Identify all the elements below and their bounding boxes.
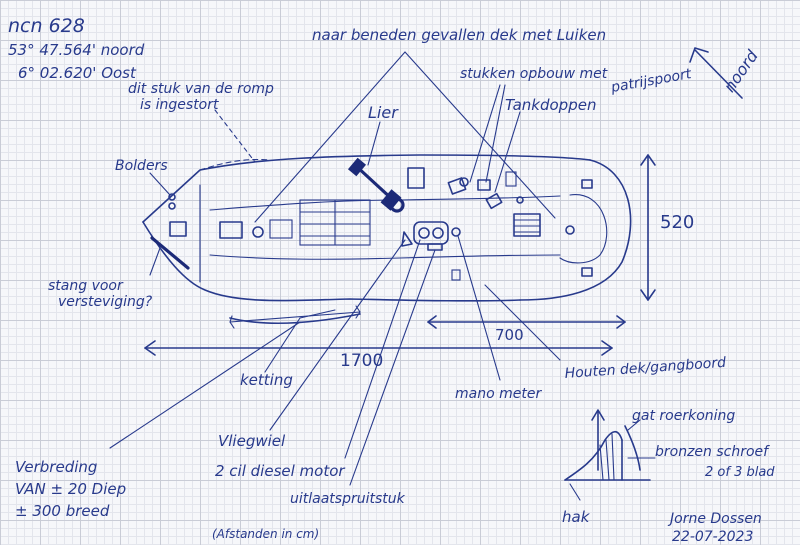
- label-rod-2: versteviging?: [58, 294, 153, 310]
- engine-block: [401, 221, 461, 251]
- propeller-detail: [564, 409, 656, 501]
- dim-width: 520: [660, 212, 694, 233]
- hull-bottom-line: [142, 221, 521, 302]
- collapsed-hull-segment: [199, 158, 271, 171]
- winch: [347, 157, 405, 213]
- label-north: noord: [720, 46, 763, 96]
- label-widening: Verbreding: [15, 458, 97, 476]
- date: 22-07-2023: [672, 529, 753, 545]
- distances-note: (Afstanden in cm): [212, 527, 319, 541]
- tank-cap-1: [477, 179, 491, 191]
- label-winch: Lier: [368, 103, 399, 122]
- stern-fitting: [565, 225, 575, 235]
- tank-cap-2: [485, 192, 503, 210]
- label-pressure-gauge: mano meter: [455, 386, 542, 402]
- bollard-1: [168, 193, 176, 201]
- hull-widening: [229, 313, 361, 324]
- label-blades: 2 of 3 blad: [705, 465, 775, 480]
- stern-bollard-bottom: [581, 267, 593, 277]
- north-arrow: [689, 47, 743, 99]
- pressure-gauge-icon: [451, 227, 461, 237]
- dimension-lines: [144, 154, 656, 356]
- bow-box: [169, 221, 187, 237]
- deck-line-lower: [209, 254, 561, 260]
- annotations: ncn 628 53° 47.564' noord 6° 02.620' Oos…: [8, 15, 775, 545]
- hull-top-line: [142, 154, 591, 223]
- bollard-2: [168, 202, 176, 210]
- label-flywheel: Vliegwiel: [218, 432, 286, 450]
- label-chain: ketting: [240, 371, 293, 389]
- stern-tank: [513, 213, 541, 237]
- porthole: [459, 177, 469, 187]
- label-exhaust: uitlaatspruitstuk: [290, 491, 406, 507]
- label-widening-3: ± 300 breed: [15, 502, 110, 520]
- label-engine: 2 cil diesel motor: [215, 462, 345, 480]
- hatch-small: [269, 219, 293, 239]
- hull-stern: [519, 159, 632, 301]
- label-bollards: Bolders: [115, 158, 168, 174]
- label-hull-piece: dit stuk van de romp: [128, 81, 274, 97]
- deck-rivet: [516, 196, 524, 204]
- label-wooden-deck: Houten dek/gangboord: [564, 355, 726, 382]
- bow-fitting: [252, 226, 264, 238]
- label-hull-piece-2: is ingestort: [140, 97, 219, 113]
- label-porthole: patrijspoort: [609, 66, 693, 96]
- dim-partial: 700: [495, 326, 524, 344]
- label-bronze-prop: bronzen schroef: [655, 444, 770, 460]
- leader-lines: [109, 51, 561, 486]
- latitude: 53° 47.564' noord: [8, 41, 145, 59]
- author: Jorne Dossen: [667, 511, 762, 527]
- label-deck: naar beneden gevallen dek met Luiken: [312, 26, 606, 44]
- label-tank-caps: Tankdoppen: [505, 96, 596, 114]
- deck-fitting: [505, 171, 517, 187]
- label-rod: stang voor: [48, 278, 124, 294]
- support-rod: [150, 236, 190, 270]
- flywheel-icon: [401, 231, 413, 247]
- deck-features: [150, 157, 593, 281]
- wreck-id: ncn 628: [8, 15, 85, 37]
- superstructure-1: [447, 177, 467, 195]
- dim-length: 1700: [340, 351, 383, 371]
- label-widening-2: VAN ± 20 Diep: [15, 480, 126, 498]
- bow-hatch: [219, 221, 243, 239]
- stern-bollard-top: [581, 179, 593, 189]
- label-superstructure: stukken opbouw met: [460, 66, 608, 82]
- hull: [142, 154, 632, 324]
- label-rudder-hole: gat roerkoning: [632, 408, 735, 424]
- label-keel-heel: hak: [562, 508, 591, 526]
- longitude: 6° 02.620' Oost: [18, 64, 137, 82]
- exhaust-manifold: [427, 243, 443, 251]
- deck-vent: [451, 269, 461, 281]
- deck-box: [407, 167, 425, 189]
- stern-deck-arc: [559, 194, 608, 264]
